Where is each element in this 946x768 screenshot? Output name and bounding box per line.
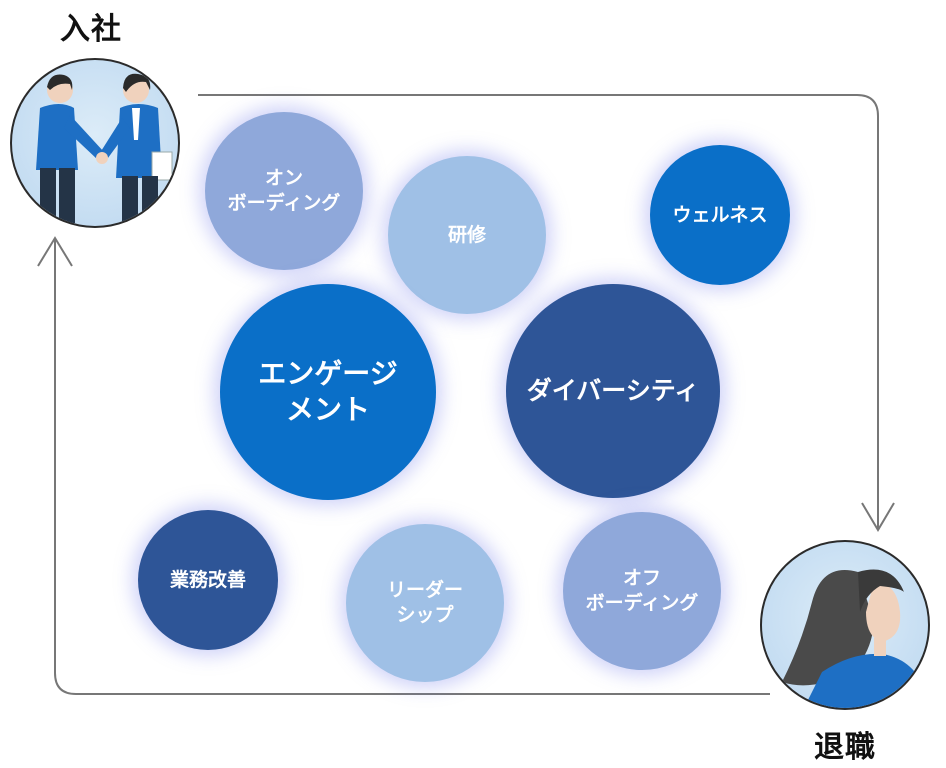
handshake-illustration xyxy=(10,58,180,228)
topic-label-line: ダイバーシティ xyxy=(526,375,700,405)
topic-label-line: オフ xyxy=(622,567,661,590)
topic-onboarding: オン ボーディング xyxy=(205,112,363,270)
topic-label-line: シップ xyxy=(396,604,454,626)
topic-label-line: エンゲージ xyxy=(258,356,398,390)
topic-business-improvement: 業務改善 xyxy=(138,510,278,650)
topic-label-line: ウェルネス xyxy=(672,203,768,226)
flow-line-top-right xyxy=(198,94,879,528)
topic-engagement: エンゲージ メント xyxy=(220,284,436,500)
topic-label-line: 研修 xyxy=(447,223,486,246)
topic-label-line: リーダー xyxy=(386,579,463,602)
topic-label-line: ボーディング xyxy=(585,592,699,614)
topic-wellness: ウェルネス xyxy=(650,145,790,285)
leave-label: 退職 xyxy=(814,730,876,765)
topic-label-line: 業務改善 xyxy=(169,568,246,591)
topic-label-line: ボーディング xyxy=(227,192,341,214)
topic-offboarding: オフ ボーディング xyxy=(563,512,721,670)
topic-label-line: オン xyxy=(264,167,303,190)
topic-training: 研修 xyxy=(388,156,546,314)
arrowhead-down xyxy=(861,502,895,532)
leaving-woman-illustration xyxy=(760,540,930,710)
topic-label-line: メント xyxy=(285,393,370,426)
arrowhead-up xyxy=(37,236,73,267)
flow-line-bottom-left xyxy=(54,238,770,695)
topic-diversity: ダイバーシティ xyxy=(506,284,720,498)
join-label: 入社 xyxy=(60,12,122,47)
topic-leadership: リーダー シップ xyxy=(346,524,504,682)
